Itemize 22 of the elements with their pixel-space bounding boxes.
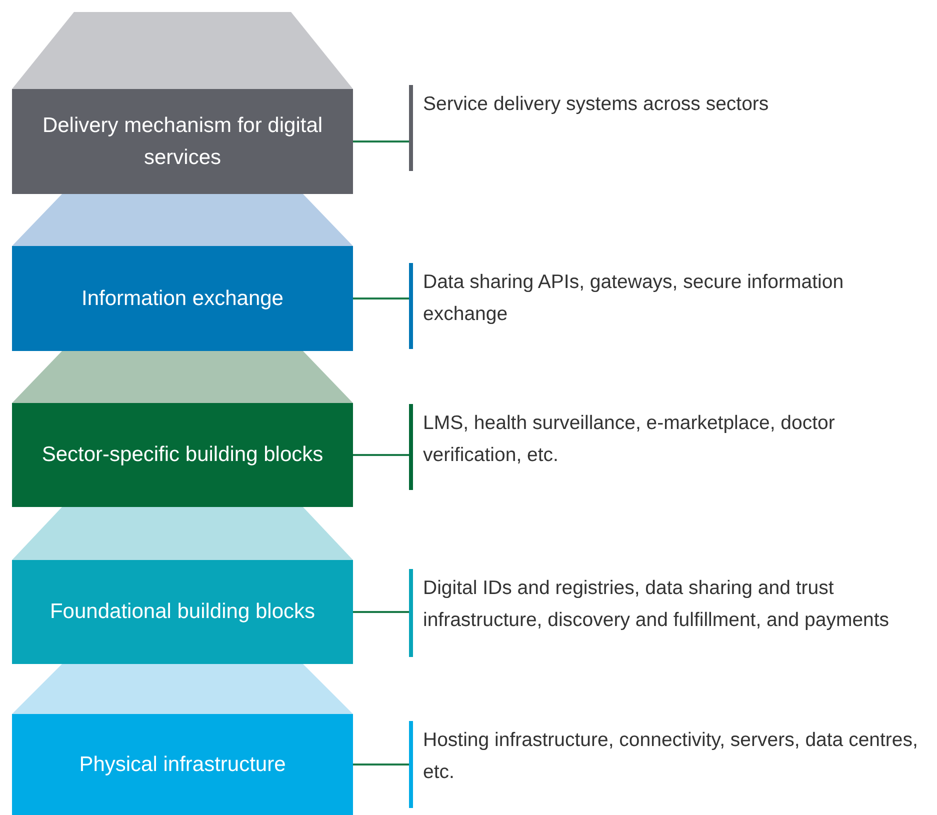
layer-box [12, 714, 353, 815]
connector-line [353, 298, 409, 300]
connector-line [353, 611, 409, 613]
connector-line [353, 140, 409, 142]
layer-label: Sector-specific building blocks [42, 442, 324, 468]
layer-label: Physical infrastructure [79, 752, 286, 778]
description-text: Data sharing APIs, gateways, secure information exchange [423, 270, 845, 327]
layer-box [12, 403, 353, 507]
layer-box [12, 89, 353, 194]
layer-label: Delivery mechanism for digital services [41, 112, 324, 170]
description-text: Digital IDs and registries, data sharing and trust infrastructure, discovery and fulfillment, and payments [423, 576, 890, 633]
description-text: LMS, health surveillance, e-marketplace, doctor verification, etc. [423, 411, 836, 468]
layer-box [12, 560, 353, 664]
trapezoid-band [12, 507, 353, 560]
connector-line [353, 454, 409, 456]
description-text: Service delivery systems across sectors [423, 92, 770, 117]
layer-label: Information exchange [82, 286, 284, 312]
layer-label: Foundational building blocks [50, 599, 315, 625]
description-text: Hosting infrastructure, connectivity, servers, data centres, etc. [423, 728, 919, 785]
layer-box [12, 246, 353, 351]
trapezoid-band [12, 12, 353, 89]
connector-line [353, 764, 409, 766]
